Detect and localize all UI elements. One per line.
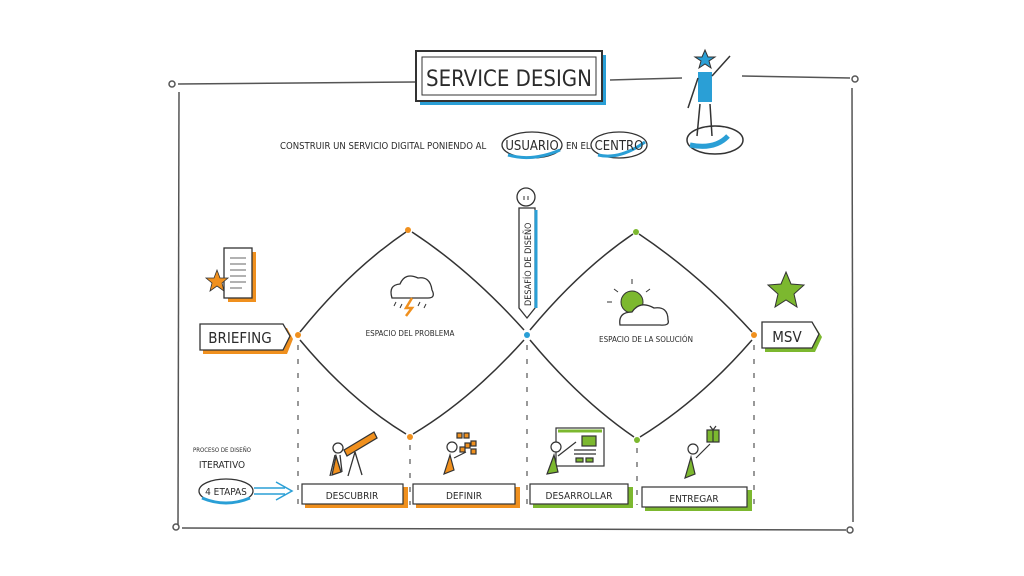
sun-cloud-icon [607, 279, 669, 326]
svg-text:en el: en el [566, 141, 591, 152]
challenge-banner: Desafío de diseño [518, 207, 538, 320]
sticky-notes-person-icon [443, 432, 477, 476]
process-caption: Proceso de diseño [193, 447, 251, 454]
problem-space-label: Espacio del problema [366, 329, 455, 338]
msv-label: MSV [772, 328, 802, 346]
title: SERVICE DESIGN [426, 67, 592, 92]
telescope-person-icon [329, 431, 378, 477]
stage-descubrir: Descubrir [301, 483, 408, 508]
briefing-tag: Briefing [199, 323, 293, 354]
cloud-storm-icon [390, 275, 434, 317]
briefing-label: Briefing [208, 329, 271, 347]
usuario-label: Usuario [505, 139, 558, 154]
svg-text:Desarrollar: Desarrollar [546, 491, 613, 502]
stage-desarrollar: Desarrollar [529, 483, 633, 508]
whiteboard-person-icon [546, 427, 605, 475]
svg-text:Construir un servicio digital: Construir un servicio digital poniendo a… [280, 141, 486, 152]
solution-space-label: Espacio de la solución [599, 333, 693, 344]
svg-text:Definir: Definir [446, 491, 482, 502]
arrow-right-icon [254, 481, 294, 501]
stages-label: 4 etapas [205, 487, 247, 498]
double-diamond [299, 231, 753, 438]
stage-entregar: Entregar [641, 486, 752, 511]
lightbulb-icon [516, 187, 536, 207]
user-figure-icon [686, 48, 744, 155]
challenge-label: Desafío de diseño [522, 223, 534, 306]
document-star-icon [204, 247, 256, 302]
centro-label: Centro [595, 139, 644, 154]
msv-tag: MSV [761, 321, 822, 352]
gift-person-icon [684, 425, 720, 480]
frame [168, 75, 859, 534]
stage-definir: Definir [412, 483, 520, 508]
title-box: SERVICE DESIGN [415, 50, 606, 105]
stages-badge: 4 etapas [198, 478, 254, 505]
process-caption-iterative: Iterativo [199, 460, 245, 471]
star-icon [766, 270, 806, 309]
svg-text:Descubrir: Descubrir [326, 491, 379, 502]
subtitle: Construir un servicio digital poniendo a… [280, 131, 648, 160]
svg-text:Entregar: Entregar [669, 494, 718, 505]
stage-dividers [297, 345, 755, 505]
diamond-dots [295, 227, 757, 443]
